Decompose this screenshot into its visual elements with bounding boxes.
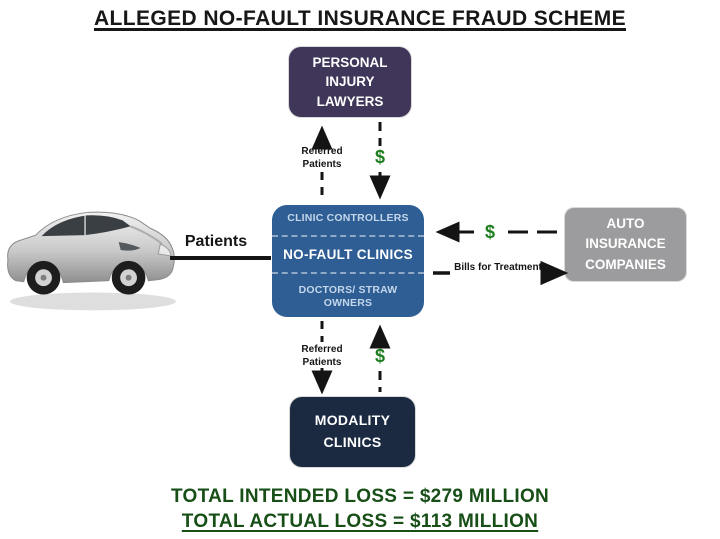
node-personal-injury-lawyers: PERSONAL INJURY LAWYERS bbox=[289, 47, 411, 117]
node-no-fault-clinics: CLINIC CONTROLLERS NO-FAULT CLINICS DOCT… bbox=[272, 205, 424, 317]
divider bbox=[272, 271, 424, 274]
total-actual-loss: TOTAL ACTUAL LOSS = $113 MILLION bbox=[181, 511, 539, 532]
patients-label: Patients bbox=[184, 233, 248, 250]
bills-for-treatment-label: Bills for Treatment bbox=[454, 262, 542, 273]
total-intended-loss: TOTAL INTENDED LOSS = $279 MILLION bbox=[170, 486, 550, 507]
node-auto-insurance-companies: AUTO INSURANCE COMPANIES bbox=[565, 208, 686, 281]
doctors-straw-owners-label: DOCTORS/ STRAW OWNERS bbox=[298, 283, 398, 309]
node-label: PERSONAL INJURY LAWYERS bbox=[312, 54, 388, 109]
divider bbox=[272, 235, 424, 238]
clinic-controllers-label: CLINIC CONTROLLERS bbox=[287, 212, 409, 224]
referred-patients-bottom-label: Referred Patients bbox=[301, 344, 343, 368]
car-icon bbox=[7, 211, 177, 311]
dollar-right-icon: $ bbox=[484, 222, 495, 242]
referred-patients-top-label: Referred Patients bbox=[301, 146, 343, 170]
no-fault-clinics-label: NO-FAULT CLINICS bbox=[283, 246, 413, 262]
dollar-top-icon: $ bbox=[374, 147, 385, 167]
page-title: ALLEGED NO-FAULT INSURANCE FRAUD SCHEME bbox=[93, 7, 627, 30]
node-modality-clinics: MODALITY CLINICS bbox=[290, 397, 415, 467]
node-label: MODALITY CLINICS bbox=[314, 412, 391, 450]
dollar-bottom-icon: $ bbox=[374, 346, 385, 366]
node-label: AUTO INSURANCE COMPANIES bbox=[585, 216, 666, 272]
